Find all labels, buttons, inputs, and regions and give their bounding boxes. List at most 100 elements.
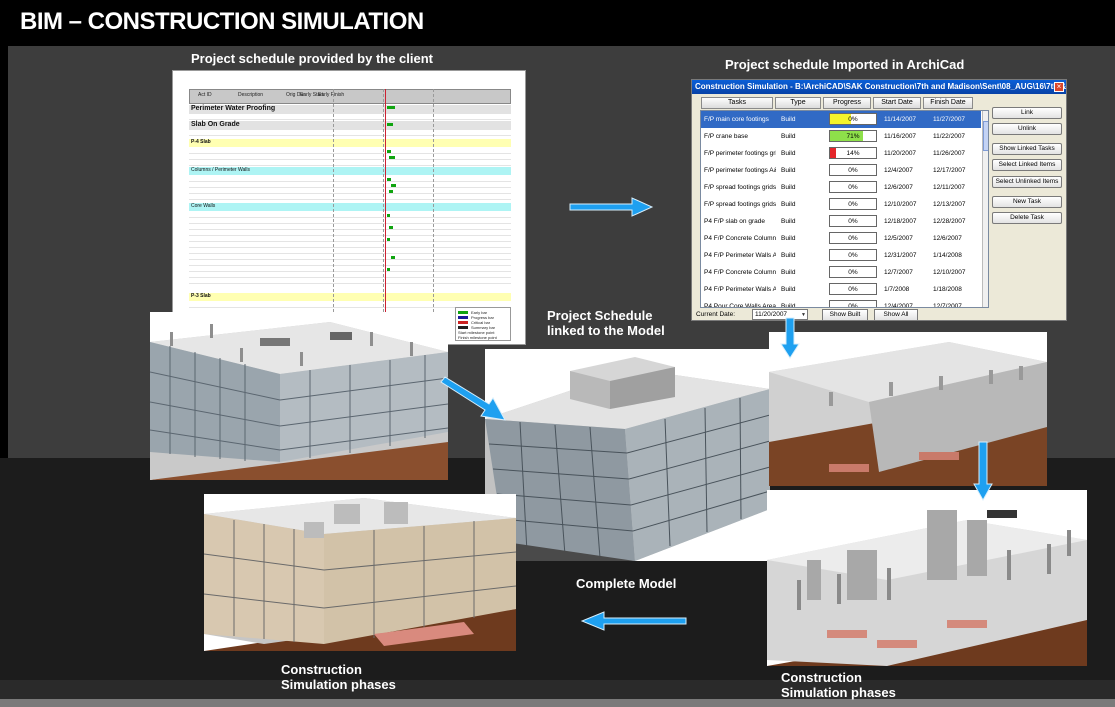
scrollbar-thumb[interactable] — [983, 121, 988, 151]
task-list-scrollbar[interactable] — [982, 111, 988, 307]
task-start-date: 12/7/2007 — [884, 269, 913, 276]
gantt-section-p4: P-4 Slab — [189, 139, 511, 147]
progress-value: 0% — [848, 303, 858, 308]
task-row[interactable]: P4 F/P Perimeter Walls Ar...Build0%1/7/2… — [701, 281, 981, 298]
legend-start-milestone: Start milestone point — [458, 330, 495, 335]
task-progress-bar: 0% — [829, 113, 877, 125]
select-unlinked-items-button[interactable]: Select Unlinked Items — [992, 176, 1062, 188]
task-type: Build — [781, 303, 796, 308]
gantt-section-columns: Columns / Perimeter Walls — [189, 167, 511, 175]
link-button[interactable]: Link — [992, 107, 1062, 119]
show-linked-tasks-button[interactable]: Show Linked Tasks — [992, 143, 1062, 155]
gantt-bar — [387, 214, 390, 217]
legend-summary-bar: Summary bar — [471, 325, 496, 330]
gantt-header-start: Early Start — [300, 92, 324, 98]
model-render-phase-walls — [204, 494, 516, 651]
task-name: F/P crane base — [704, 133, 748, 140]
caption-linked-line2: linked to the Model — [547, 323, 665, 338]
task-start-date: 12/31/2007 — [884, 252, 917, 259]
gantt-section-slab: Slab On Grade — [189, 121, 511, 130]
gantt-bar — [391, 256, 395, 259]
gantt-bar — [387, 150, 391, 153]
task-row[interactable]: P4 F/P Concrete Columns ...Build0%12/5/2… — [701, 230, 981, 247]
current-date-dropdown[interactable]: 11/20/2007 ▼ — [752, 309, 808, 320]
progress-value: 0% — [848, 184, 858, 191]
show-all-button[interactable]: Show All — [874, 309, 918, 320]
column-header-finish-date[interactable]: Finish Date — [923, 97, 973, 109]
gantt-bar — [387, 106, 395, 109]
arrow-right-icon — [569, 197, 654, 217]
task-type: Build — [781, 184, 796, 191]
gantt-bar — [391, 184, 396, 187]
gantt-bar — [387, 238, 390, 241]
gantt-row — [189, 195, 511, 200]
task-start-date: 12/10/2007 — [884, 201, 917, 208]
arrow-down-right-icon — [440, 376, 506, 421]
arrow-down-icon — [780, 317, 800, 359]
task-row[interactable]: P4 F/P Concrete Columns ...Build0%12/7/2… — [701, 264, 981, 281]
arrow-left-icon — [580, 611, 687, 631]
task-start-date: 12/4/2007 — [884, 167, 913, 174]
gantt-row — [189, 131, 511, 136]
legend-early-bar: Early bar — [471, 310, 488, 315]
task-type: Build — [781, 218, 796, 225]
model-render-complete — [485, 349, 770, 561]
progress-value: 0% — [848, 218, 858, 225]
gantt-header-finish: Early Finish — [318, 92, 345, 98]
gantt-row — [189, 267, 511, 272]
gantt-row — [189, 183, 511, 188]
task-start-date: 12/5/2007 — [884, 235, 913, 242]
task-name: P4 Pour Core Walls Area A... — [704, 303, 776, 308]
task-name: P4 F/P Concrete Columns ... — [704, 269, 776, 276]
gantt-row — [189, 261, 511, 266]
title-bar: BIM – CONSTRUCTION SIMULATION — [0, 0, 1115, 44]
progress-value: 0% — [848, 116, 858, 123]
gantt-section-p3: P-3 Slab — [189, 293, 511, 301]
gantt-data-date-line — [385, 89, 386, 337]
close-icon[interactable]: × — [1054, 82, 1064, 92]
task-row[interactable]: P4 Pour Core Walls Area A... Build 0% 12/4/… — [701, 298, 981, 308]
progress-value: 14% — [846, 150, 860, 157]
task-row[interactable]: P4 F/P Perimeter Walls Ar...Build0%12/31… — [701, 247, 981, 264]
caption-archicad-schedule: Project schedule Imported in ArchiCad — [725, 57, 965, 72]
task-name: F/P main core footings — [704, 116, 769, 123]
column-header-progress[interactable]: Progress — [823, 97, 871, 109]
gantt-row — [189, 273, 511, 278]
task-name: P4 F/P slab on grade — [704, 218, 765, 225]
task-name: P4 F/P Perimeter Walls Ar... — [704, 252, 776, 259]
delete-task-button[interactable]: Delete Task — [992, 212, 1062, 224]
unlink-button[interactable]: Unlink — [992, 123, 1062, 135]
progress-value: 0% — [848, 201, 858, 208]
task-progress-bar: 0% — [829, 181, 877, 193]
model-render-phase-1 — [150, 312, 448, 480]
task-progress-bar: 0% — [829, 300, 877, 308]
new-task-button[interactable]: New Task — [992, 196, 1062, 208]
task-name: F/P perimeter footings gri... — [704, 150, 776, 157]
gantt-row — [189, 231, 511, 236]
gantt-row — [189, 213, 511, 218]
show-built-button[interactable]: Show Built — [822, 309, 868, 320]
model-render-phase-columns — [767, 490, 1087, 666]
task-progress-bar: 0% — [829, 249, 877, 261]
task-type: Build — [781, 150, 796, 157]
gantt-row — [189, 243, 511, 248]
column-header-type[interactable]: Type — [775, 97, 821, 109]
gantt-row — [189, 177, 511, 182]
task-name: P4 F/P Perimeter Walls Ar... — [704, 286, 776, 293]
task-list[interactable]: P4 Pour Core Walls Area A... Build 0% 12/4/… — [700, 110, 989, 308]
progress-value: 0% — [848, 252, 858, 259]
chevron-down-icon[interactable]: ▼ — [801, 312, 806, 318]
column-header-start-date[interactable]: Start Date — [873, 97, 921, 109]
column-header-tasks[interactable]: Tasks — [701, 97, 773, 109]
task-start-date: 12/4/2007 — [884, 303, 913, 308]
caption-phases-left-line1: Construction — [281, 662, 362, 677]
construction-simulation-window: Construction Simulation - B:\ArchiCAD\SA… — [691, 79, 1067, 321]
select-linked-items-button[interactable]: Select Linked Items — [992, 159, 1062, 171]
